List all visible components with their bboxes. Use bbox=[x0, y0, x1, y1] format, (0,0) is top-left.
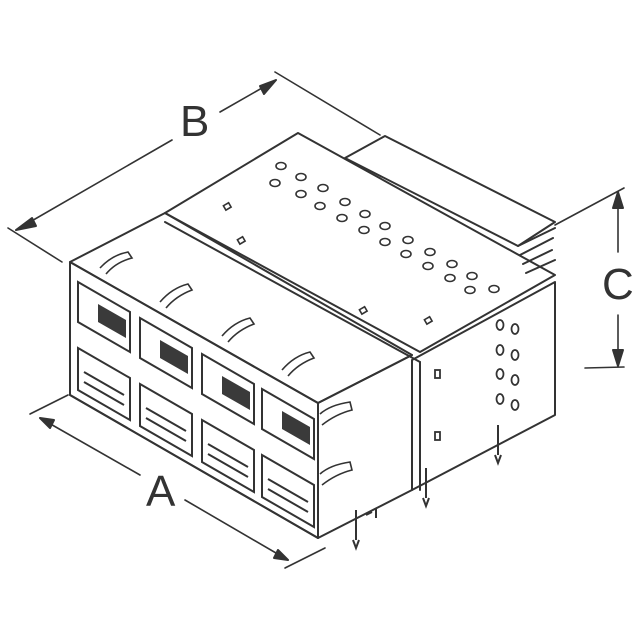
dimension-label-b: B bbox=[180, 97, 210, 146]
dimension-label-c: C bbox=[602, 260, 634, 309]
side-vent-holes bbox=[434, 319, 520, 441]
latch-tabs bbox=[99, 251, 353, 486]
port-grid bbox=[77, 251, 353, 529]
mounting-pins bbox=[352, 425, 502, 551]
port-contacts bbox=[98, 304, 310, 445]
dimension-a-lines bbox=[29, 394, 326, 569]
port-row-top bbox=[77, 280, 315, 461]
dimension-c-lines bbox=[554, 187, 625, 369]
dimension-b-lines bbox=[7, 71, 381, 263]
top-vent-holes bbox=[222, 161, 500, 326]
dimension-label-a: A bbox=[146, 467, 176, 516]
side-shield bbox=[411, 281, 556, 491]
top-shield bbox=[164, 132, 556, 353]
port-row-bottom bbox=[77, 346, 315, 529]
